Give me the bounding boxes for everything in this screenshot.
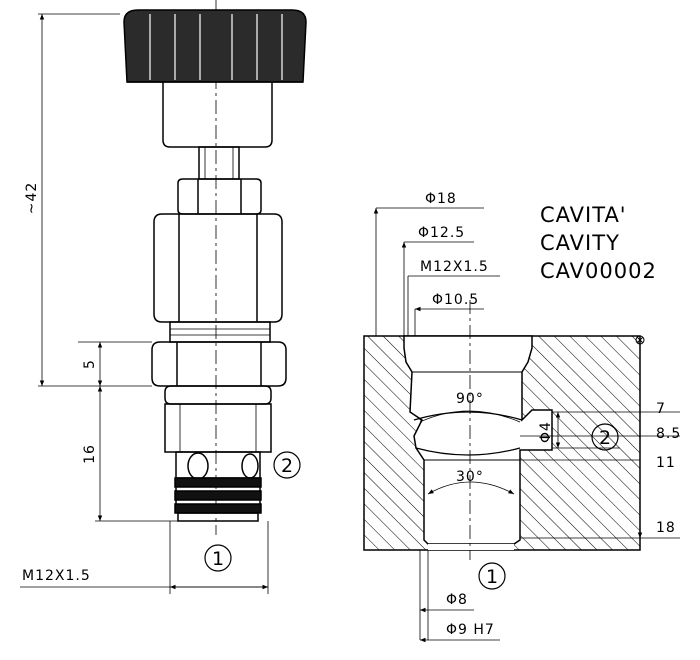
seal-3 bbox=[174, 503, 262, 514]
small-hex-nut bbox=[177, 178, 262, 215]
thread-section bbox=[169, 321, 271, 343]
dim-16: 16 bbox=[82, 444, 98, 464]
callout-2-cavity: 2 bbox=[599, 427, 611, 449]
dim-depth-8-5: 8.5 bbox=[656, 426, 681, 442]
seal-1 bbox=[174, 477, 262, 488]
dim-thread-cavity: M12X1.5 bbox=[420, 259, 489, 275]
dim-dia-18: Φ18 bbox=[425, 191, 457, 207]
callout-1-cavity-circle bbox=[478, 562, 506, 590]
reference-symbol bbox=[635, 335, 645, 345]
dim-depth-11: 11 bbox=[656, 455, 676, 471]
valve-tip bbox=[177, 512, 259, 522]
dim-dia-9-h7: Φ9 H7 bbox=[446, 622, 495, 638]
title-line-1: CAVITA' bbox=[540, 203, 627, 227]
dim-5: 5 bbox=[82, 359, 98, 369]
dim-thread-valve: M12X1.5 bbox=[22, 568, 91, 584]
main-hex-body bbox=[153, 213, 283, 323]
lock-hex-nut bbox=[151, 341, 287, 387]
valve-dimensions bbox=[20, 13, 269, 594]
callout-1-cavity: 1 bbox=[486, 566, 498, 588]
title-line-2: CAVITY bbox=[540, 231, 620, 255]
callout-1-valve-circle bbox=[204, 544, 232, 572]
valve-knob bbox=[123, 9, 307, 83]
valve-drawing bbox=[123, 0, 307, 535]
dim-dia-10-5: Φ10.5 bbox=[432, 292, 479, 308]
cavity-drawing bbox=[363, 335, 641, 551]
callout-2-valve: 2 bbox=[281, 455, 293, 477]
dim-depth-18: 18 bbox=[656, 520, 676, 536]
callout-2-cavity-circle bbox=[591, 423, 619, 451]
dim-dia-8: Φ8 bbox=[446, 592, 468, 608]
cavity-exit bbox=[428, 544, 514, 550]
dim-depth-7: 7 bbox=[656, 401, 666, 417]
title-line-3: CAV00002 bbox=[540, 259, 657, 283]
valve-lower-body bbox=[164, 403, 272, 453]
port-hole-left bbox=[187, 452, 209, 480]
seal-2 bbox=[174, 490, 262, 501]
dim-overall-length: ~42 bbox=[24, 182, 40, 215]
dim-dia-4: Φ4 bbox=[538, 421, 554, 443]
dim-angle-30: 30° bbox=[456, 469, 484, 485]
dim-dia-12-5: Φ12.5 bbox=[418, 225, 465, 241]
port-hole-right bbox=[241, 453, 259, 479]
dim-angle-90: 90° bbox=[456, 391, 484, 407]
callout-1-valve: 1 bbox=[212, 548, 224, 570]
callout-2-valve-circle bbox=[273, 451, 301, 479]
knob-base bbox=[162, 82, 273, 148]
cavity-dimensions bbox=[373, 207, 680, 643]
washer bbox=[164, 385, 272, 405]
